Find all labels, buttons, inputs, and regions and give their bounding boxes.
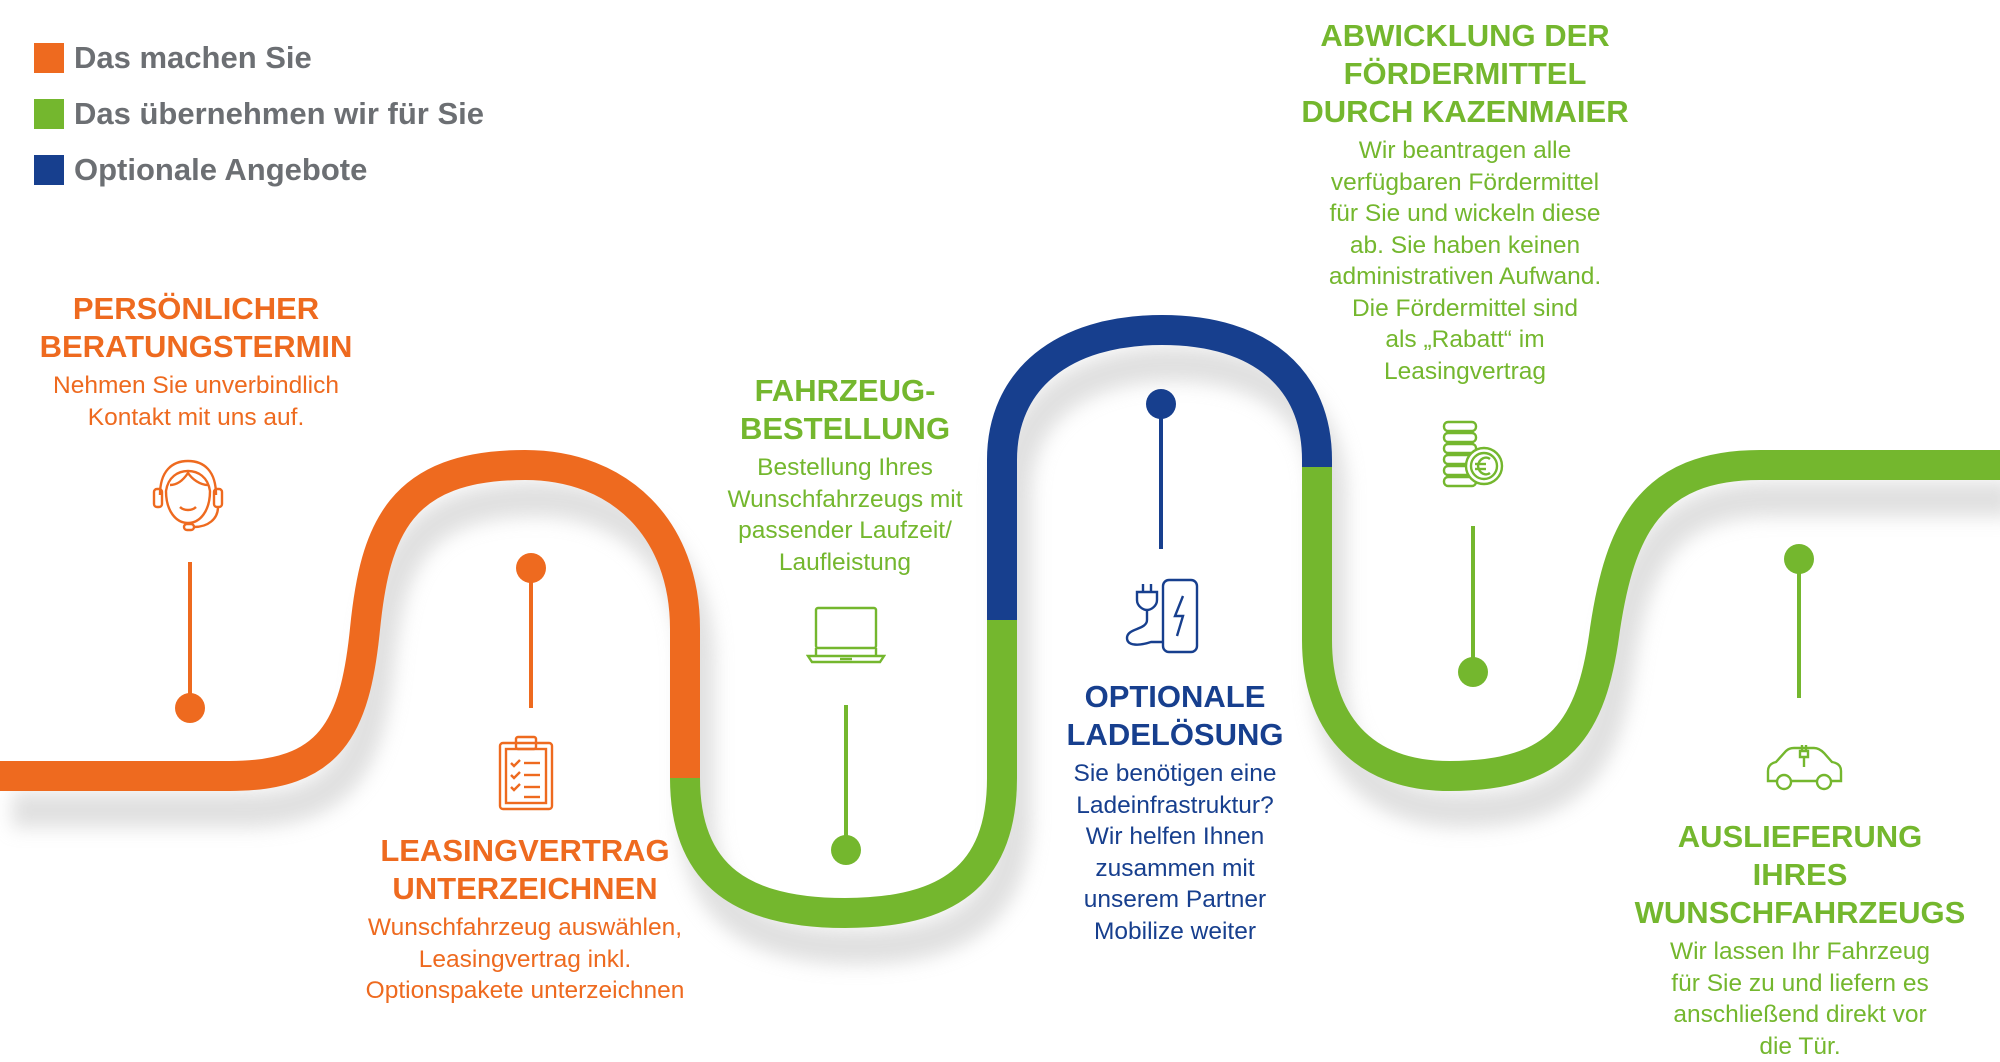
legend-item-orange: Das machen Sie: [34, 30, 484, 86]
step-description: Wir beantragen alle verfügbaren Fördermi…: [1328, 137, 1602, 385]
marker-ladeloesung: [1146, 389, 1176, 549]
step-description: Wunschfahrzeug auswählen, Leasingvertrag…: [365, 914, 685, 1004]
headset-person-icon: [152, 459, 224, 532]
euro-coins-icon: [1442, 420, 1504, 488]
step-title: LEASINGVERTRAG UNTERZEICHNEN: [380, 833, 670, 906]
step-auslieferung: AUSLIEFERUNG IHRES WUNSCHFAHRZEUGS Wir l…: [1630, 818, 1970, 1062]
laptop-icon: [806, 606, 886, 664]
step-title: FAHRZEUG- BESTELLUNG: [739, 373, 951, 446]
marker-beratung: [175, 562, 205, 723]
clipboard-checklist-icon: [498, 735, 554, 811]
step-leasingvertrag: LEASINGVERTRAG UNTERZEICHNEN Wunschfahrz…: [345, 832, 705, 1007]
step-markers: [175, 389, 1814, 865]
road-segment-orange: [0, 449, 700, 791]
step-description: Nehmen Sie unverbindlich Kontakt mit uns…: [53, 372, 339, 431]
marker-bestellung: [831, 705, 861, 865]
step-ladeloesung: OPTIONALE LADELÖSUNG Sie benötigen eine …: [1040, 678, 1310, 947]
step-foerdermittel: ABWICKLUNG DER FÖRDERMITTEL DURCH KAZENM…: [1290, 17, 1640, 387]
charging-station-icon: [1125, 578, 1199, 654]
legend-item-green: Das übernehmen wir für Sie: [34, 86, 484, 142]
step-fahrzeugbestellung: FAHRZEUG- BESTELLUNG Bestellung Ihres Wu…: [700, 372, 990, 578]
marker-foerdermittel: [1458, 526, 1488, 687]
legend-item-blue: Optionale Angebote: [34, 142, 484, 198]
step-title: PERSÖNLICHER BERATUNGSTERMIN: [39, 291, 353, 364]
road-segment-green-1: [670, 620, 1017, 929]
step-description: Sie benötigen eine Ladeinfrastruktur? Wi…: [1073, 760, 1277, 945]
legend-label: Das machen Sie: [74, 40, 312, 75]
step-title: OPTIONALE LADELÖSUNG: [1066, 679, 1284, 752]
marker-leasingvertrag: [516, 553, 546, 708]
legend-swatch-blue: [34, 155, 64, 185]
legend-swatch-orange: [34, 43, 64, 73]
step-description: Bestellung Ihres Wunschfahrzeugs mit pas…: [727, 454, 963, 576]
step-title: ABWICKLUNG DER FÖRDERMITTEL DURCH KAZENM…: [1301, 18, 1629, 129]
road-segment-green-2: [1302, 450, 2000, 792]
road-segment-blue: [987, 314, 1332, 620]
step-description: Wir lassen Ihr Fahrzeug für Sie zu und l…: [1669, 938, 1931, 1060]
step-title: AUSLIEFERUNG IHRES WUNSCHFAHRZEUGS: [1634, 819, 1966, 930]
step-beratungstermin: PERSÖNLICHER BERATUNGSTERMIN Nehmen Sie …: [20, 290, 372, 433]
legend-label: Das übernehmen wir für Sie: [74, 96, 484, 131]
road-segments: [0, 314, 2000, 929]
marker-auslieferung: [1784, 544, 1814, 698]
electric-car-icon: [1766, 745, 1843, 791]
legend-label: Optionale Angebote: [74, 152, 368, 187]
legend: Das machen Sie Das übernehmen wir für Si…: [34, 30, 484, 198]
legend-swatch-green: [34, 99, 64, 129]
